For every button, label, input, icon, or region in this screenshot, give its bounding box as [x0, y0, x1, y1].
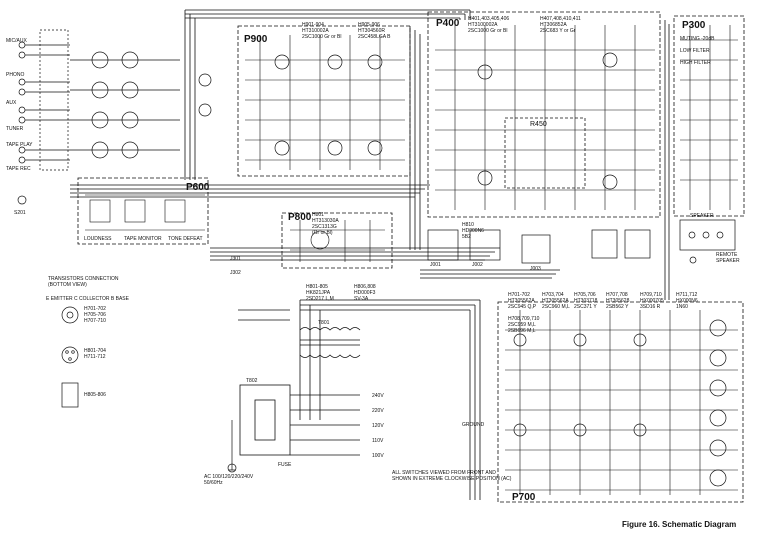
- block-p300-outline: [673, 15, 745, 217]
- ref-j001: J001: [430, 262, 441, 268]
- block-p900-outline: [237, 25, 411, 177]
- p700-part-col3: H705,706 HT303718 2SC371 Y: [574, 292, 598, 310]
- transistor-legend-group-3: H805-806: [84, 392, 106, 398]
- block-label-r450: R450: [530, 121, 547, 128]
- p900-part-right: H905-906 HT304560R 2SC458LGA B: [358, 22, 391, 40]
- sub-label-low-filter: LOW FILTER: [680, 48, 710, 54]
- p800-internal: [290, 220, 385, 262]
- block-label-p900: P900: [244, 34, 268, 45]
- power-part-h801: H801-805 HK821JPA 2SD217 L,M: [306, 284, 334, 302]
- ac-input-label: AC 100/120/220/240V 50/60Hz: [204, 474, 254, 486]
- voltage-tap-220: 220V: [372, 408, 384, 414]
- input-label-mic: MIC/AUX: [6, 38, 27, 44]
- block-p800-outline: [281, 212, 393, 269]
- block-p700-outline: [497, 301, 744, 503]
- voltage-tap-120: 120V: [372, 423, 384, 429]
- bus-vert-a: [184, 10, 196, 180]
- figure-caption: Figure 16. Schematic Diagram: [622, 520, 737, 529]
- bus-mid: [70, 184, 430, 198]
- bus-top: [185, 9, 470, 19]
- transistor-legend-pins: E EMITTER C COLLECTOR B BASE: [46, 296, 129, 302]
- switch-note: ALL SWITCHES VIEWED FROM FRONT AND SHOWN…: [392, 470, 512, 482]
- p400-part-left: H401,403,405,406 HT3100002A 2SC1000 Gr o…: [468, 16, 510, 34]
- ref-s201: S201: [14, 210, 26, 216]
- ref-j002: J002: [472, 262, 483, 268]
- speaker-label: SPEAKER: [690, 213, 714, 219]
- ground-label: GROUND: [462, 422, 485, 428]
- p700-part-col5: H709,710 HX000705 3SD16 R: [640, 292, 664, 310]
- p400-internal: [435, 25, 655, 210]
- p700-internal: [505, 310, 738, 495]
- fuse-label: FUSE: [278, 462, 292, 468]
- bus-vert-d: [459, 10, 471, 20]
- p700-part-col6: H711,712 HX000N6 1N60: [676, 292, 698, 310]
- power-part-h810: H810 HD000N6 5B2: [462, 222, 484, 240]
- bus-lower: [210, 247, 500, 261]
- sub-label-tape-monitor: TAPE MONITOR: [124, 236, 162, 242]
- input-label-tape-rec: TAPE REC: [6, 166, 31, 172]
- p900-internal: [245, 35, 405, 170]
- sub-label-muting: MUTING -20dB: [680, 36, 715, 42]
- p700-part-col4: H707,708 HT305628 2SB562 Y: [606, 292, 630, 310]
- p900-part-left: H901-904 HT310002A 2SC1000 Gr or Bl: [302, 22, 342, 40]
- voltage-tap-100: 100V: [372, 453, 384, 459]
- sub-label-high-filter: HIGH FILTER: [680, 60, 711, 66]
- sub-label-tone: TONE DEFEAT: [168, 236, 203, 242]
- regulator-blocks: [427, 229, 651, 264]
- power-transformer: [239, 327, 361, 456]
- power-part-h806: H806,808 HD000F3 SV-3A: [354, 284, 376, 302]
- remote-speaker-label: REMOTE SPEAKER: [716, 252, 740, 264]
- p300-internal: [680, 25, 738, 210]
- block-label-p600: P600: [186, 182, 210, 193]
- ref-j302: J302: [230, 270, 241, 276]
- power-drop: [299, 300, 321, 420]
- transistor-legend-group-2: H801-704 H711-712: [84, 348, 106, 360]
- bus-vert-c: [664, 20, 670, 300]
- input-label-tuner: TUNER: [6, 126, 24, 132]
- input-label-phono: PHONO: [6, 72, 25, 78]
- transistor-legend-group-1: H701-702 H705-706 H707-710: [84, 306, 106, 324]
- speaker-terminals: [679, 219, 736, 264]
- p700-part-extra: H708,709,710 2SC959 M,L 2SB696 M,L: [508, 316, 540, 334]
- power-cord: [227, 309, 290, 473]
- sub-label-loudness: LOUDNESS: [84, 236, 112, 242]
- voltage-tap-240: 240V: [372, 393, 384, 399]
- block-label-p700: P700: [512, 492, 536, 503]
- input-label-tape-play: TAPE PLAY: [6, 142, 33, 148]
- block-label-p400: P400: [436, 18, 460, 29]
- p700-feed: [469, 300, 481, 500]
- selector-switches: [70, 51, 212, 159]
- block-p600-outline: [77, 177, 209, 245]
- bus-right: [420, 269, 560, 279]
- transistor-symbols: [274, 52, 727, 487]
- ref-j003: J003: [530, 266, 541, 272]
- p700-part-col1: H701-702 HT305562A 2SC945 Q,P: [508, 292, 537, 310]
- ref-j301: J301: [230, 256, 241, 262]
- ref-t801: T801: [318, 320, 330, 326]
- ref-t802: T802: [246, 378, 258, 384]
- p800-part: H801 HT313030A 2SC1313G (Gr or Bl): [312, 212, 339, 236]
- p600-internal: [85, 194, 205, 231]
- p400-part-right: H407,408,410,411 HT306852A 2SC683 Y or G…: [540, 16, 581, 34]
- input-label-aux: AUX: [6, 100, 17, 106]
- block-p400-outline: [427, 11, 661, 218]
- transistor-legend-title: TRANSISTORS CONNECTION (BOTTOM VIEW): [48, 276, 119, 288]
- power-rails: [300, 299, 480, 311]
- block-label-p800: P800: [288, 212, 312, 223]
- transistor-legend-symbols: [61, 306, 79, 408]
- p700-part-col2: H703,704 HT305562A 2SC960 M,L: [542, 292, 570, 310]
- bus-vert-b: [409, 26, 421, 250]
- block-label-p300: P300: [682, 20, 706, 31]
- input-jacks: [17, 29, 70, 205]
- voltage-tap-110: 110V: [372, 438, 384, 444]
